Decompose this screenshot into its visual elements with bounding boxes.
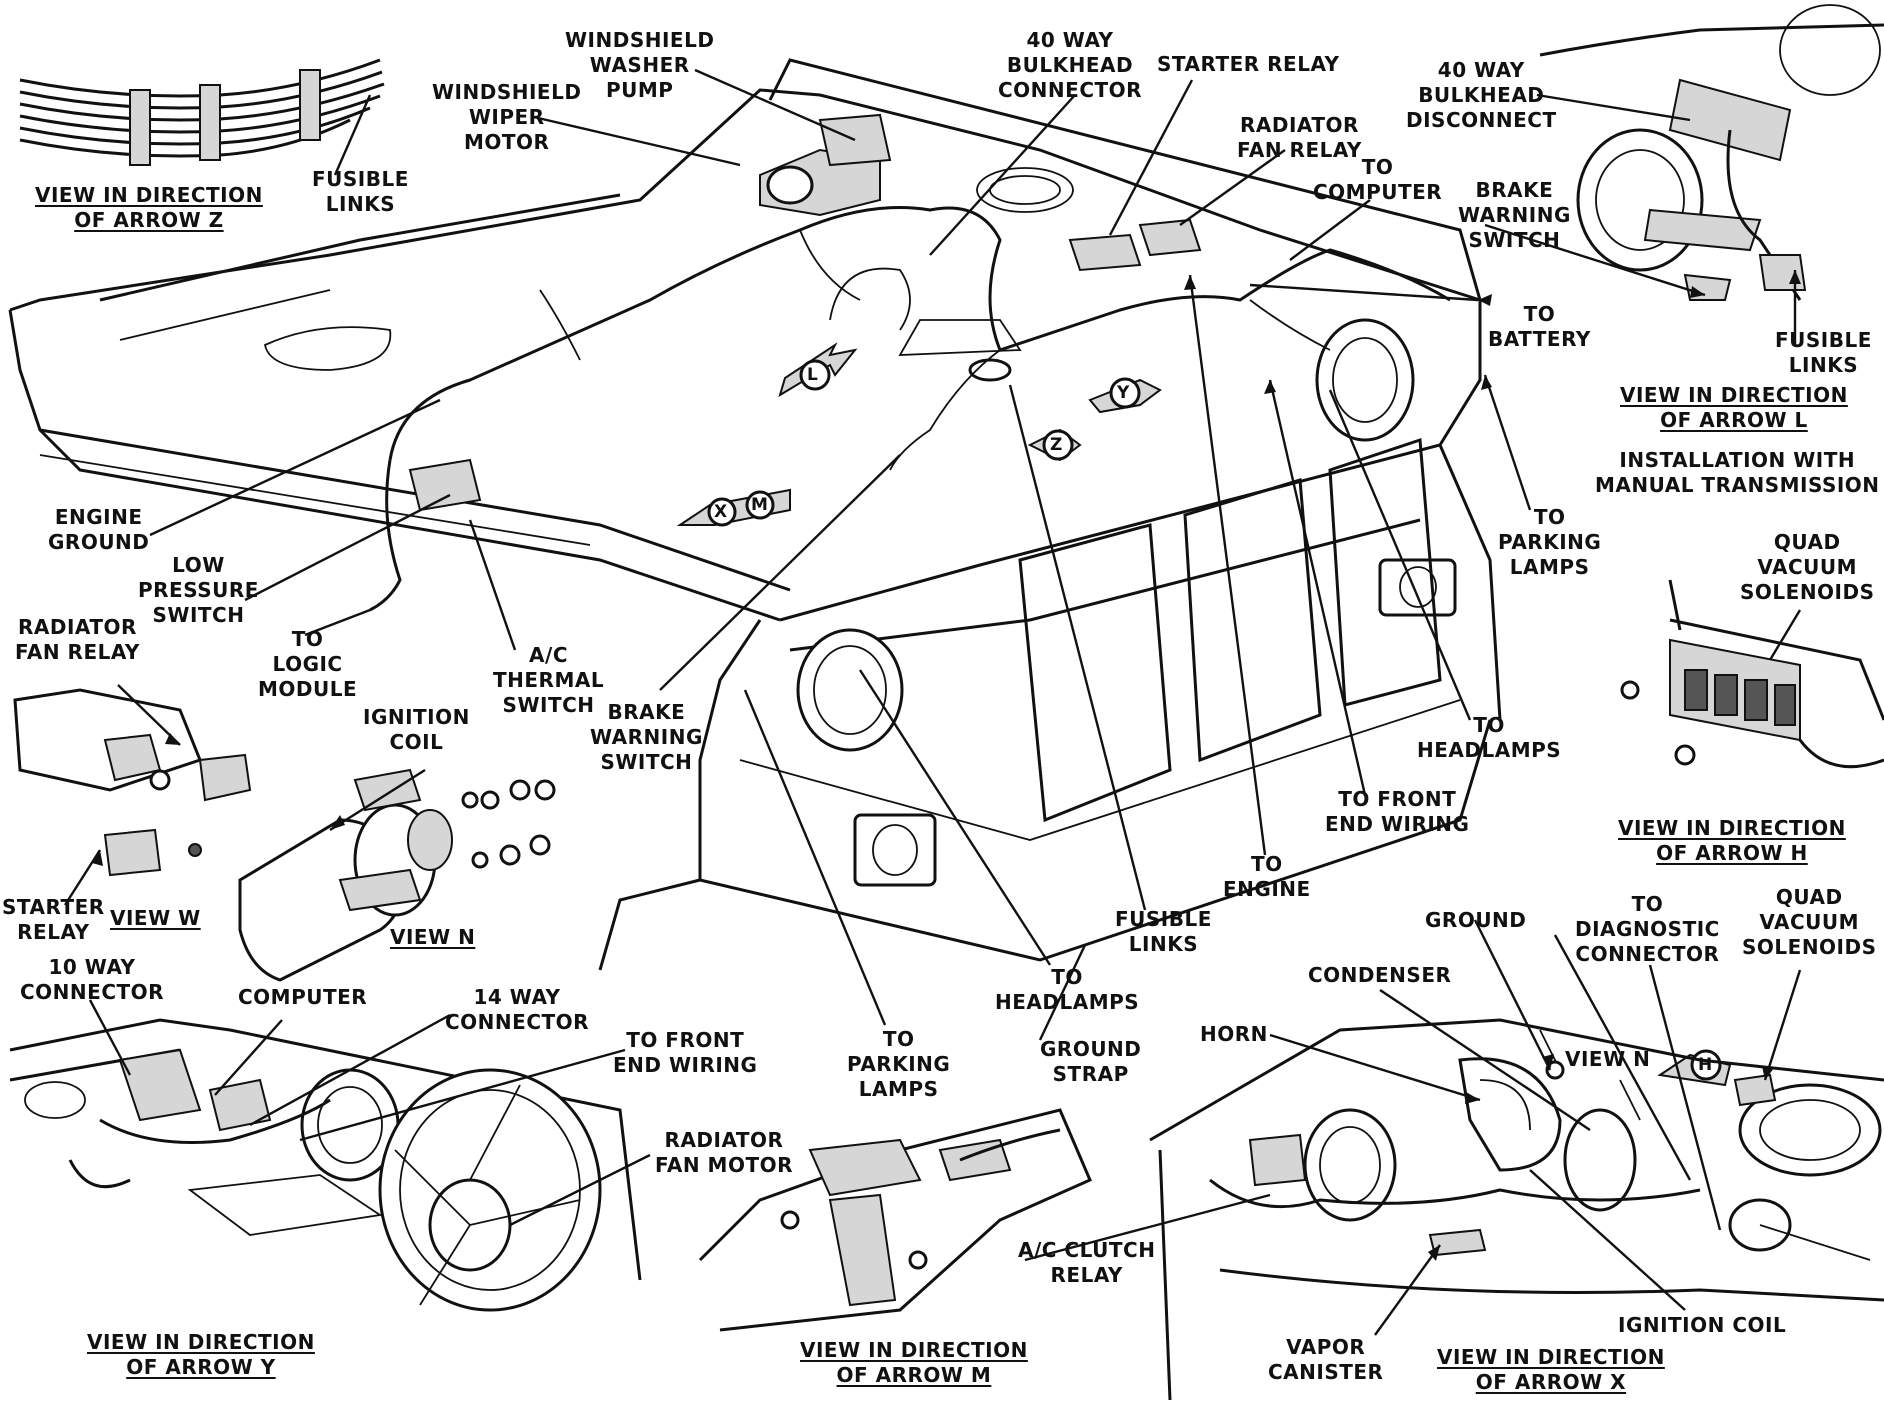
inset-y-fan-area (9, 1018, 642, 1312)
inset-h-solenoids (1620, 579, 1884, 769)
label-windshield-washer-pump: WINDSHIELD WASHER PUMP (565, 28, 715, 102)
label-fusible-links-l: FUSIBLE LINKS (1775, 328, 1872, 377)
view-arrow-letter-l: L (807, 365, 819, 385)
label-horn: HORN (1200, 1022, 1268, 1046)
inset-w-relays (13, 688, 252, 877)
label-low-pressure-switch: LOW PRESSURE SWITCH (138, 553, 259, 627)
label-starter-relay-w: STARTER RELAY (2, 895, 105, 944)
label-ground-x: GROUND (1425, 908, 1527, 932)
label-to-parking-lamps-main: TO PARKING LAMPS (1498, 505, 1602, 579)
caption-view-w: VIEW W (110, 906, 201, 930)
label-to-diagnostic-connector: TO DIAGNOSTIC CONNECTOR (1575, 892, 1720, 966)
label-ac-clutch-relay: A/C CLUTCH RELAY (1018, 1238, 1156, 1287)
inset-n-ignition-coil (238, 768, 556, 982)
label-to-engine: TO ENGINE (1223, 852, 1311, 901)
caption-view-arrow-l: VIEW IN DIRECTION OF ARROW L (1620, 383, 1848, 432)
label-14-way-connector: 14 WAY CONNECTOR (445, 985, 590, 1034)
label-quad-vacuum-solenoids-x: QUAD VACUUM SOLENOIDS (1742, 885, 1877, 959)
leader-lines (63, 68, 1802, 1336)
caption-view-arrow-m: VIEW IN DIRECTION OF ARROW M (800, 1338, 1028, 1387)
caption-view-n: VIEW N (390, 925, 476, 949)
caption-view-arrow-x: VIEW IN DIRECTION OF ARROW X (1437, 1345, 1665, 1394)
label-to-headlamps-right: TO HEADLAMPS (1417, 713, 1562, 762)
label-ignition-coil-x: IGNITION COIL (1618, 1313, 1787, 1337)
label-10-way-connector: 10 WAY CONNECTOR (20, 955, 165, 1004)
caption-view-arrow-y: VIEW IN DIRECTION OF ARROW Y (87, 1330, 315, 1379)
label-ignition-coil-n: IGNITION COIL (363, 705, 470, 754)
label-quad-vacuum-solenoids-h: QUAD VACUUM SOLENOIDS (1740, 530, 1875, 604)
view-arrow-letter-m: M (751, 495, 769, 515)
inset-x-horn-area (1149, 1018, 1884, 1401)
label-installation-note: INSTALLATION WITH MANUAL TRANSMISSION (1595, 448, 1880, 497)
label-fusible-links-z: FUSIBLE LINKS (312, 167, 409, 216)
inset-m-ground-strap (698, 1108, 1092, 1332)
view-arrow-letter-x: X (714, 502, 728, 522)
label-brake-warning-switch-l: BRAKE WARNING SWITCH (1458, 178, 1571, 252)
leader-arrowheads (92, 270, 1801, 1261)
label-radiator-fan-motor: RADIATOR FAN MOTOR (655, 1128, 793, 1177)
label-vapor-canister: VAPOR CANISTER (1268, 1335, 1384, 1384)
view-arrows (676, 342, 1732, 1087)
caption-view-arrow-h: VIEW IN DIRECTION OF ARROW H (1618, 816, 1846, 865)
label-brake-warning-switch-main: BRAKE WARNING SWITCH (590, 700, 703, 774)
view-arrow-letter-y: Y (1117, 383, 1130, 403)
label-40-way-bulkhead-connector: 40 WAY BULKHEAD CONNECTOR (998, 28, 1143, 102)
label-to-computer: TO COMPUTER (1313, 155, 1443, 204)
label-to-front-end-wiring-main: TO FRONT END WIRING (1325, 787, 1470, 836)
label-to-front-end-wiring-y: TO FRONT END WIRING (613, 1028, 758, 1077)
label-40-way-bulkhead-disconnect: 40 WAY BULKHEAD DISCONNECT (1406, 58, 1557, 132)
label-to-logic-module: TO LOGIC MODULE (258, 627, 358, 701)
caption-view-arrow-z: VIEW IN DIRECTION OF ARROW Z (35, 183, 263, 232)
label-computer-y: COMPUTER (238, 985, 368, 1009)
label-ground-strap: GROUND STRAP (1040, 1037, 1142, 1086)
label-ac-thermal-switch: A/C THERMAL SWITCH (493, 643, 605, 717)
view-arrow-letter-z: Z (1050, 435, 1063, 455)
label-fusible-links-main: FUSIBLE LINKS (1115, 907, 1212, 956)
label-condenser: CONDENSER (1308, 963, 1452, 987)
label-engine-ground: ENGINE GROUND (48, 505, 150, 554)
main-car-body (8, 58, 1502, 971)
view-arrow-letter-h: H (1698, 1055, 1713, 1075)
label-radiator-fan-relay-w: RADIATOR FAN RELAY (15, 615, 140, 664)
inset-l-brake-area (1539, 4, 1884, 301)
label-to-headlamps-center: TO HEADLAMPS (995, 965, 1140, 1014)
label-to-parking-lamps-m: TO PARKING LAMPS (847, 1027, 951, 1101)
label-view-n-ref: VIEW N (1565, 1047, 1651, 1071)
label-radiator-fan-relay-top: RADIATOR FAN RELAY (1237, 113, 1362, 162)
label-windshield-wiper-motor: WINDSHIELD WIPER MOTOR (432, 80, 582, 154)
inset-z-fusible-links (19, 58, 385, 166)
label-starter-relay-top: STARTER RELAY (1157, 52, 1340, 76)
label-to-battery: TO BATTERY (1488, 302, 1591, 351)
